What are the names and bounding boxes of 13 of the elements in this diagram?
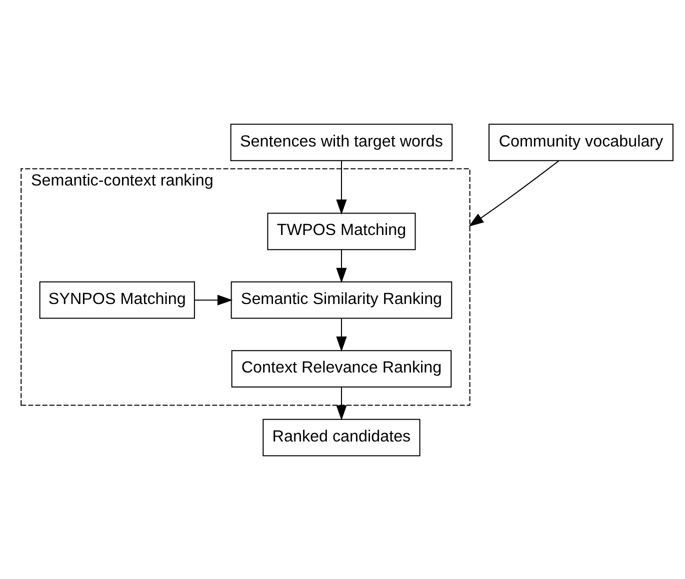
arrow xyxy=(336,160,346,214)
node-box: TWPOS Matching xyxy=(266,212,416,250)
node-box: Semantic Similarity Ranking xyxy=(230,280,452,318)
arrow xyxy=(336,386,346,420)
arrow xyxy=(468,160,558,226)
arrow xyxy=(336,318,346,352)
node-box: SYNPOS Matching xyxy=(38,280,194,318)
node-box: Community vocabulary xyxy=(488,123,673,161)
arrow xyxy=(194,294,232,305)
node-box: Ranked candidates xyxy=(262,418,420,456)
node-box: Sentences with target words xyxy=(230,123,452,161)
node-box: Context Relevance Ranking xyxy=(230,350,452,388)
arrow xyxy=(336,249,346,282)
